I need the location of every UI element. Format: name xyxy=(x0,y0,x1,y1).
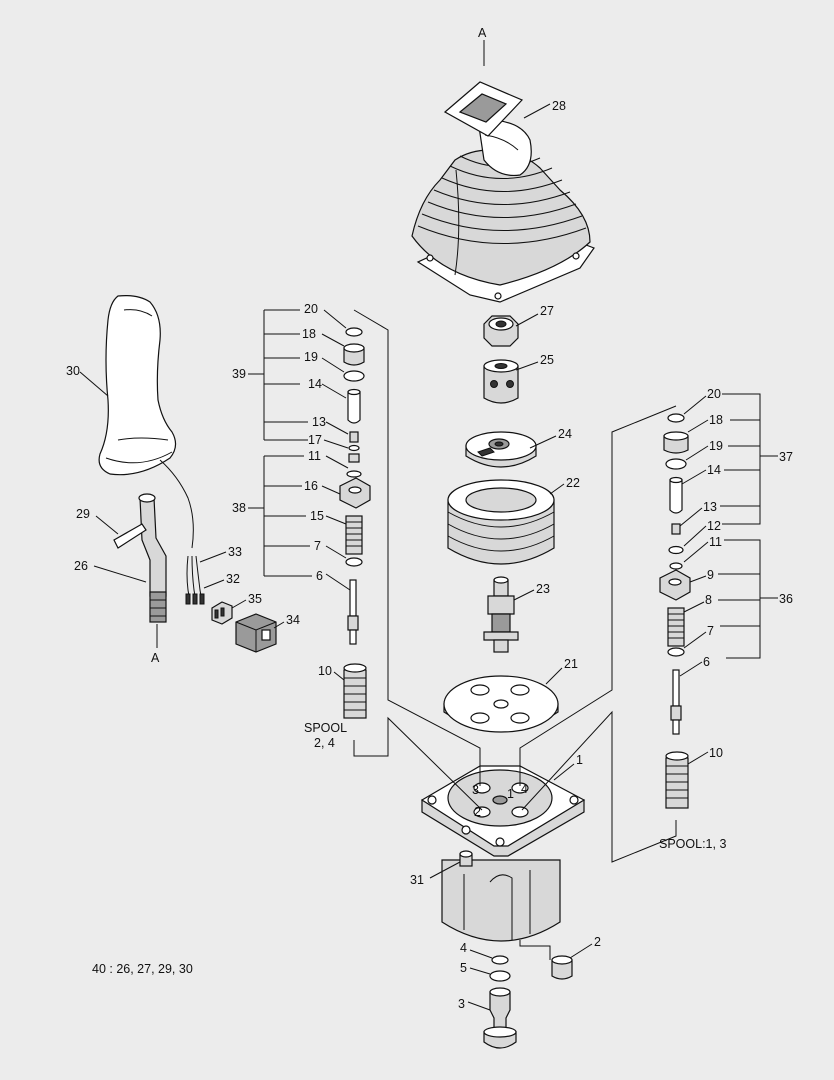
label-3: 3 xyxy=(458,997,465,1011)
part-3-bottom-stem: 3 xyxy=(458,987,517,1049)
label-a-top: A xyxy=(478,26,487,40)
part-30-grip: 30 xyxy=(66,295,194,549)
label-28: 28 xyxy=(552,99,566,113)
spool-left-line2: 2, 4 xyxy=(314,736,335,750)
label-11-right: 11 xyxy=(709,535,722,549)
label-27: 27 xyxy=(540,304,554,318)
label-13-right: 13 xyxy=(703,500,717,514)
label-10-left: 10 xyxy=(318,664,332,678)
label-39: 39 xyxy=(232,367,246,381)
right-spool-leader-2 xyxy=(521,710,677,863)
part-28-boot: 28 xyxy=(411,81,595,303)
label-19-left: 19 xyxy=(304,350,318,364)
label-6-right: 6 xyxy=(703,655,710,669)
label-26: 26 xyxy=(74,559,88,573)
label-20-left: 20 xyxy=(304,302,318,316)
part-2-plug: 2 xyxy=(551,935,601,980)
label-8: 8 xyxy=(705,593,712,607)
part-31-plug: 31 xyxy=(410,850,473,887)
label-38: 38 xyxy=(232,501,246,515)
part-29-pin: 29 xyxy=(76,507,147,549)
part-23-stem: 23 xyxy=(483,576,550,653)
part-33-wire-harness: 33 xyxy=(186,545,242,603)
port-label-3: 3 xyxy=(472,783,479,797)
casing-to-plug-leader xyxy=(519,940,551,960)
label-12: 12 xyxy=(707,519,721,533)
bracket-37: 37 xyxy=(720,393,793,525)
label-24: 24 xyxy=(558,427,572,441)
label-18-right: 18 xyxy=(709,413,723,427)
label-2: 2 xyxy=(594,935,601,949)
spool-right-label: SPOOL:1, 3 xyxy=(659,837,726,851)
part-27-nut: 27 xyxy=(483,304,554,347)
label-7-left: 7 xyxy=(314,539,321,553)
label-18-left: 18 xyxy=(302,327,316,341)
label-11-left: 11 xyxy=(308,449,321,463)
part-21-plate: 21 xyxy=(443,657,578,733)
left-spool-stack: 20 18 19 14 13 17 11 16 xyxy=(302,302,371,750)
label-35: 35 xyxy=(248,592,262,606)
kit-note: 40 : 26, 27, 29, 30 xyxy=(92,962,193,976)
label-37: 37 xyxy=(779,450,793,464)
part-25-coupling: 25 xyxy=(483,353,554,404)
label-34: 34 xyxy=(286,613,300,627)
part-5-oring: 5 xyxy=(460,961,511,982)
bracket-38: 38 xyxy=(232,455,312,577)
right-spool-stack: 20 18 19 14 13 12 11 9 8 xyxy=(659,387,726,851)
label-23: 23 xyxy=(536,582,550,596)
label-6-left: 6 xyxy=(316,569,323,583)
view-a-bottom: A xyxy=(151,624,160,665)
label-15: 15 xyxy=(310,509,324,523)
part-22-seal: 22 xyxy=(447,476,580,565)
label-22: 22 xyxy=(566,476,580,490)
part-24-plate: 24 xyxy=(465,427,572,468)
spool-left-line1: SPOOL xyxy=(304,721,347,735)
label-36: 36 xyxy=(779,592,793,606)
label-14-left: 14 xyxy=(308,377,322,391)
label-7-right: 7 xyxy=(707,624,714,638)
label-19-right: 19 xyxy=(709,439,723,453)
port-label-2: 2 xyxy=(474,805,481,819)
label-14-right: 14 xyxy=(707,463,721,477)
label-32: 32 xyxy=(226,572,240,586)
port-label-4: 4 xyxy=(521,782,528,796)
label-17: 17 xyxy=(308,433,322,447)
port-label-1: 1 xyxy=(507,787,514,801)
label-16: 16 xyxy=(304,479,318,493)
label-21: 21 xyxy=(564,657,578,671)
view-a-top: A xyxy=(478,26,487,66)
part-34-housing: 34 xyxy=(235,613,300,653)
part-4-oring: 4 xyxy=(460,941,509,965)
part-26-lever: 26 xyxy=(74,493,167,623)
label-5: 5 xyxy=(460,961,467,975)
part-32-terminal: 32 xyxy=(185,572,240,605)
bracket-39: 39 xyxy=(232,309,308,441)
bracket-36: 36 xyxy=(718,539,793,659)
label-29: 29 xyxy=(76,507,90,521)
label-13-left: 13 xyxy=(312,415,326,429)
label-30: 30 xyxy=(66,364,80,378)
label-9: 9 xyxy=(707,568,714,582)
label-25: 25 xyxy=(540,353,554,367)
label-20-right: 20 xyxy=(707,387,721,401)
label-4: 4 xyxy=(460,941,467,955)
left-spool-leader-2 xyxy=(353,716,483,811)
label-31: 31 xyxy=(410,873,424,887)
left-spool-leader xyxy=(353,309,481,786)
part-35-connector: 35 xyxy=(211,592,262,625)
label-1: 1 xyxy=(576,753,583,767)
label-33: 33 xyxy=(228,545,242,559)
right-spool-leader xyxy=(519,405,677,786)
label-a-bottom: A xyxy=(151,651,160,665)
label-10-right: 10 xyxy=(709,746,723,760)
